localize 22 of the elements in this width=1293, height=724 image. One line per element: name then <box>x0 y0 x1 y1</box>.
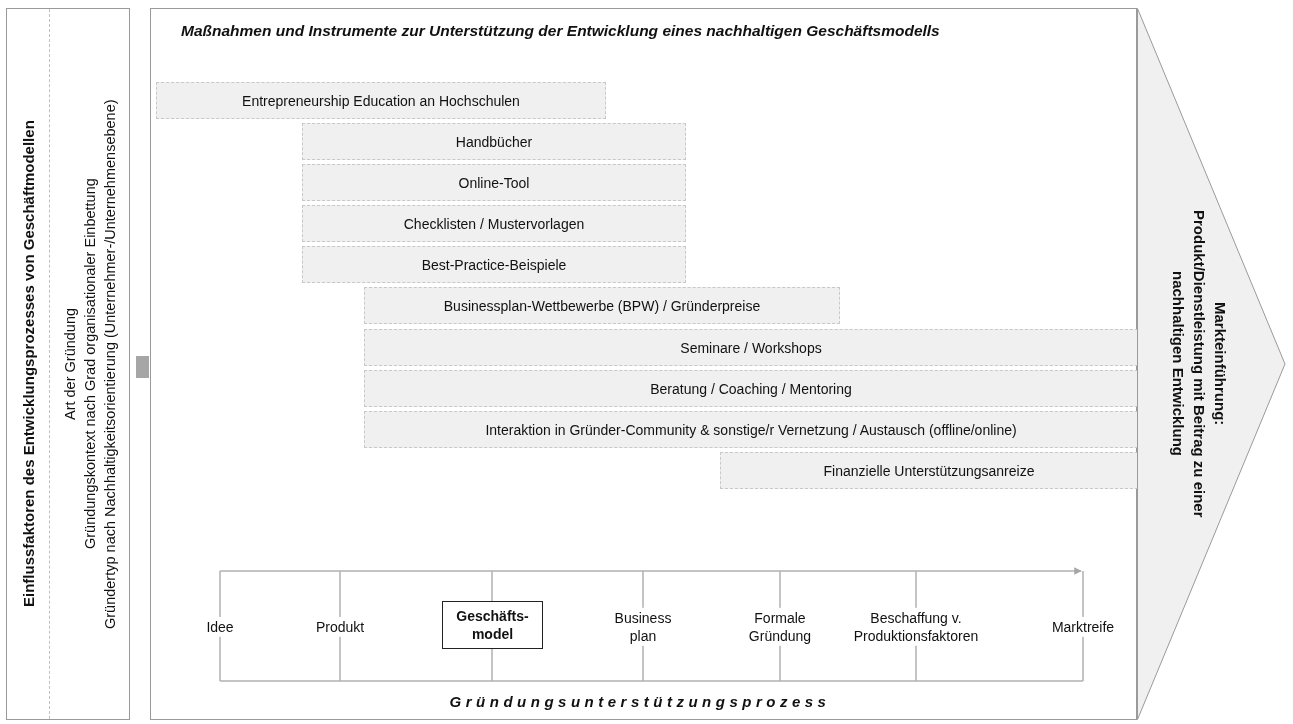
panel-heading: Einflussfaktoren des Entwicklungsprozesses von Geschäftmodellen <box>19 120 37 608</box>
measure-box: Interaktion in Gründer-Community & sonstige/r Vernetzung / Austausch (offline/online) <box>364 411 1138 448</box>
measure-box: Handbücher <box>302 123 686 160</box>
measure-box: Checklisten / Mustervorlagen <box>302 205 686 242</box>
stage-label: Idee <box>204 616 236 638</box>
chevron-heading: Markteinführung: <box>1210 302 1230 426</box>
measure-box: Beratung / Coaching / Mentoring <box>364 370 1138 407</box>
measure-box: Finanzielle Unterstützungsanreize <box>720 452 1138 489</box>
main-panel <box>150 8 1137 720</box>
side-panel <box>6 8 130 720</box>
measure-box: Businessplan-Wettbewerbe (BPW) / Gründerpreise <box>364 287 840 324</box>
connector-bar <box>136 356 149 378</box>
chevron-text: Produkt/Dienstleistung mit Beitrag zu einer nachhaltigen Entwicklung <box>1168 209 1209 520</box>
measure-box: Seminare / Workshops <box>364 329 1138 366</box>
measure-box: Entrepreneurship Education an Hochschulen <box>156 82 606 119</box>
factor-text: Art der Gründung <box>61 308 79 421</box>
highlighted-stage-box: Geschäfts- model <box>442 601 543 649</box>
factor-text: Gründertyp nach Nachhaltigkeitsorientierung (Unternehmer-/Unternehmensebene) <box>101 99 119 629</box>
measure-box: Online-Tool <box>302 164 686 201</box>
factor-text: Gründungskontext nach Grad organisationaler Einbettung <box>81 178 99 550</box>
measure-box: Best-Practice-Beispiele <box>302 246 686 283</box>
panel-title: Maßnahmen und Instrumente zur Unterstützung der Entwicklung eines nachhaltigen Geschäftsmodells <box>181 22 940 40</box>
